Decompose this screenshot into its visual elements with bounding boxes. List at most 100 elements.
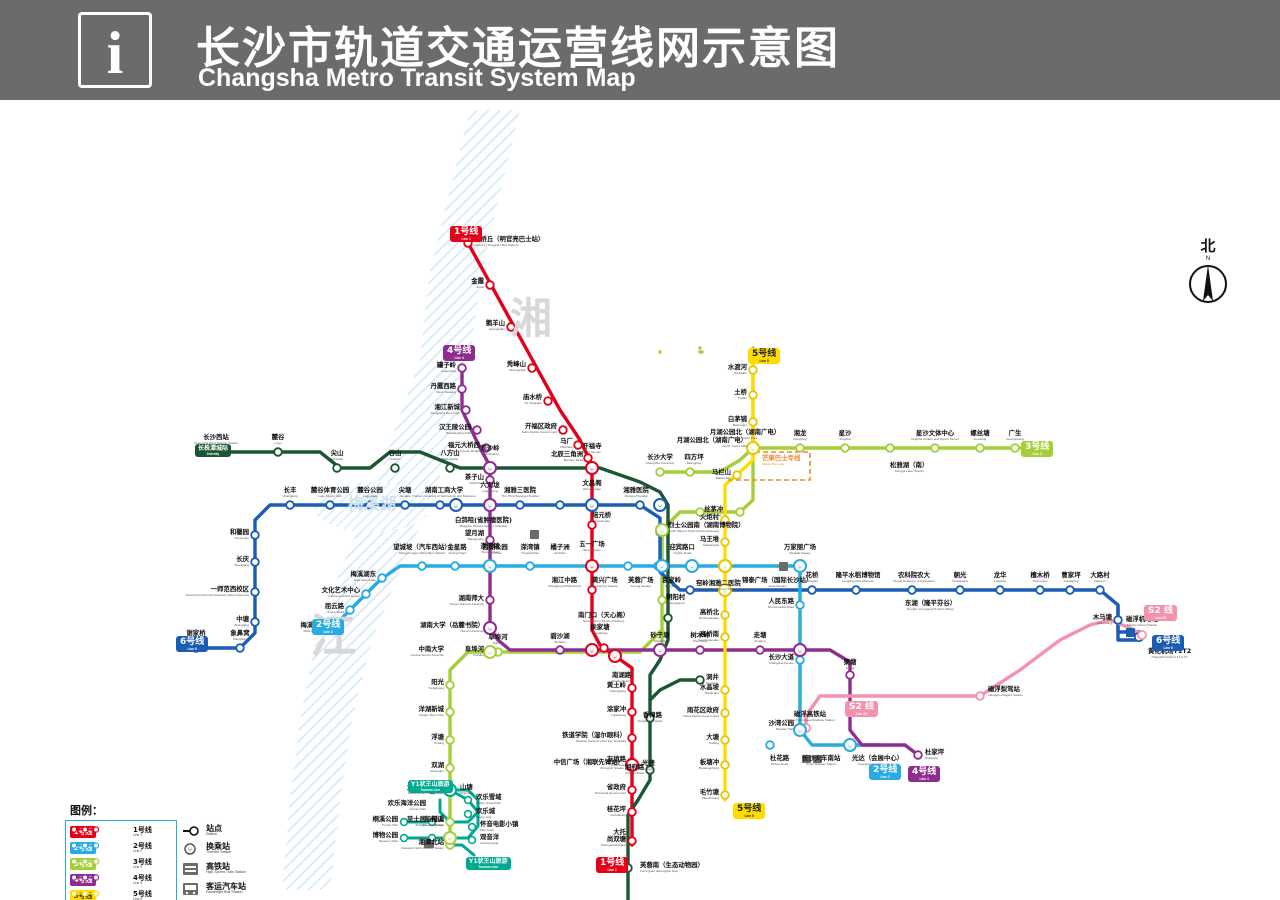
station-label: 烈士公园南（湖南博物院）South Martyrs Park (Hunan Mu… [668,521,745,534]
decor-meixi: 梅溪湖 [348,494,397,513]
line-symbol [70,858,100,865]
station-icon [183,826,199,836]
station-label: 湖南大学（岳麓书院）Hunan University [420,621,484,634]
metro-network-svg: ⑂ ⑂ ⑂ ⑂ ⑂ ⑂ ⑂ ⑂ ⑂ ⑂ [191,110,1147,900]
info-icon: i [78,12,152,88]
svg-text:⑂: ⑂ [658,648,662,656]
bus-icon [183,883,198,895]
page-subtitle: Changsha Metro Transit System Map [198,64,636,92]
svg-text:⑂: ⑂ [630,763,634,771]
legend-row-line3[interactable]: 3号线 3号线 Line 3 [70,857,176,872]
y1-stations[interactable] [399,785,477,845]
svg-text:⑂: ⑂ [590,503,594,511]
legend-row-line4[interactable]: 4号线 4号线 Line 4 [70,873,176,888]
legend-line-sub: Line 1 [133,833,143,837]
svg-text:⑂: ⑂ [660,528,664,536]
compass-label-cn: 北 [1200,237,1216,255]
svg-text:⑂: ⑂ [723,564,727,572]
svg-text:⑂: ⑂ [590,648,594,656]
legend-row-line5[interactable]: 5号线 5号线 Line 5 [70,889,176,900]
map-canvas[interactable]: ⑂ ⑂ ⑂ ⑂ ⑂ ⑂ ⑂ ⑂ ⑂ ⑂ [0,100,1280,900]
station-label: 月湖公园北（湖南广电）North Yuehu Park [709,428,781,441]
transfer-stations[interactable]: ⑂ ⑂ ⑂ ⑂ ⑂ ⑂ ⑂ ⑂ ⑂ ⑂ [443,441,857,845]
railway-icon [779,562,788,571]
line-1-stations[interactable] [463,238,637,846]
annotation-mango-bus: 芒果巴士专线 Mango Bus Line [762,454,801,467]
station-label: 中信广场（湘联先锋站）Zhongxin Square [553,758,624,771]
legend-line-sub: Line 4 [133,881,143,885]
svg-text:⑂: ⑂ [488,503,492,511]
legend-lines-box: 1号线 1号线 Line 1 2号线 2号线 Line 2 3号线 3号线 Li… [65,820,177,900]
svg-text:⑂: ⑂ [658,503,662,511]
legend-row-line2[interactable]: 2号线 2号线 Line 2 [70,841,176,856]
legend-row-line1[interactable]: 1号线 1号线 Line 1 [70,825,176,840]
line-5-stations[interactable] [720,365,758,800]
legend-line-sub: Line 2 [133,849,143,853]
svg-text:⑂: ⑂ [613,654,617,662]
svg-text:⑂: ⑂ [488,650,492,658]
svg-text:⑂: ⑂ [488,626,492,634]
line-4-stations[interactable] [457,363,923,760]
legend-line-name: 4号线 [133,874,152,882]
